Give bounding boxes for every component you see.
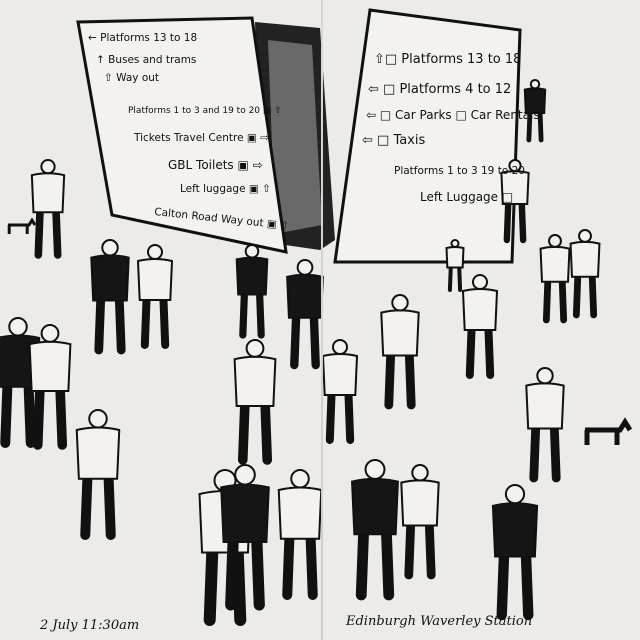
sign-line: ⇧ Way out <box>104 72 160 84</box>
person-figure <box>30 159 66 259</box>
person-figure <box>90 239 130 355</box>
sign-line: ⇦ □ Car Parks □ Car Rentals <box>366 108 540 122</box>
person-figure <box>461 274 499 379</box>
sign-line: ← Platforms 13 to 18 <box>88 32 198 44</box>
person-figure <box>400 464 440 580</box>
person-figure <box>0 317 41 448</box>
person-figure <box>525 367 565 483</box>
person-figure <box>380 294 420 410</box>
person-figure <box>233 339 277 465</box>
sign-line: ↑ Buses and trams <box>96 54 197 66</box>
sign-line: ⇦ □ Platforms 4 to 12 <box>368 82 512 97</box>
sign-line: Platforms 1 to 3 19 to 20 <box>394 165 525 177</box>
person-figure <box>523 79 547 143</box>
sign-line: Left Luggage □ <box>420 190 514 204</box>
place-caption: Edinburgh Waverley Station <box>346 614 533 629</box>
person-figure <box>500 159 530 244</box>
sign-line: Tickets Travel Centre ▣ ⇨ <box>134 132 269 144</box>
sign-line: ⇧□ Platforms 13 to 18 <box>374 52 522 67</box>
crowd-figures <box>0 79 633 626</box>
person-figure <box>539 234 571 324</box>
person-figure <box>235 244 269 339</box>
person-figure <box>75 409 121 540</box>
person-figure <box>28 324 72 450</box>
dog-figure <box>7 217 37 234</box>
sign-line: Left luggage ▣ ⇧ <box>180 183 271 195</box>
left-sign-board <box>76 16 288 254</box>
sign-line: Platforms 1 to 3 and 19 to 20 ▣ ⇧ <box>128 106 282 116</box>
person-figure <box>277 469 323 600</box>
person-figure <box>351 459 399 601</box>
person-figure <box>491 484 539 621</box>
person-figure <box>569 229 601 319</box>
sign-line: ⇦ □ Taxis <box>362 133 426 148</box>
sign-line: GBL Toilets ▣ ⇨ <box>168 158 263 172</box>
date-caption: 2 July 11:30am <box>40 618 140 633</box>
person-figure <box>220 464 270 611</box>
person-figure <box>286 259 324 370</box>
person-figure <box>445 239 465 292</box>
person-figure <box>321 339 359 444</box>
right-sign-board <box>333 8 522 264</box>
person-figure <box>136 244 174 349</box>
page-fold <box>321 0 323 640</box>
dog-figure <box>584 417 633 445</box>
